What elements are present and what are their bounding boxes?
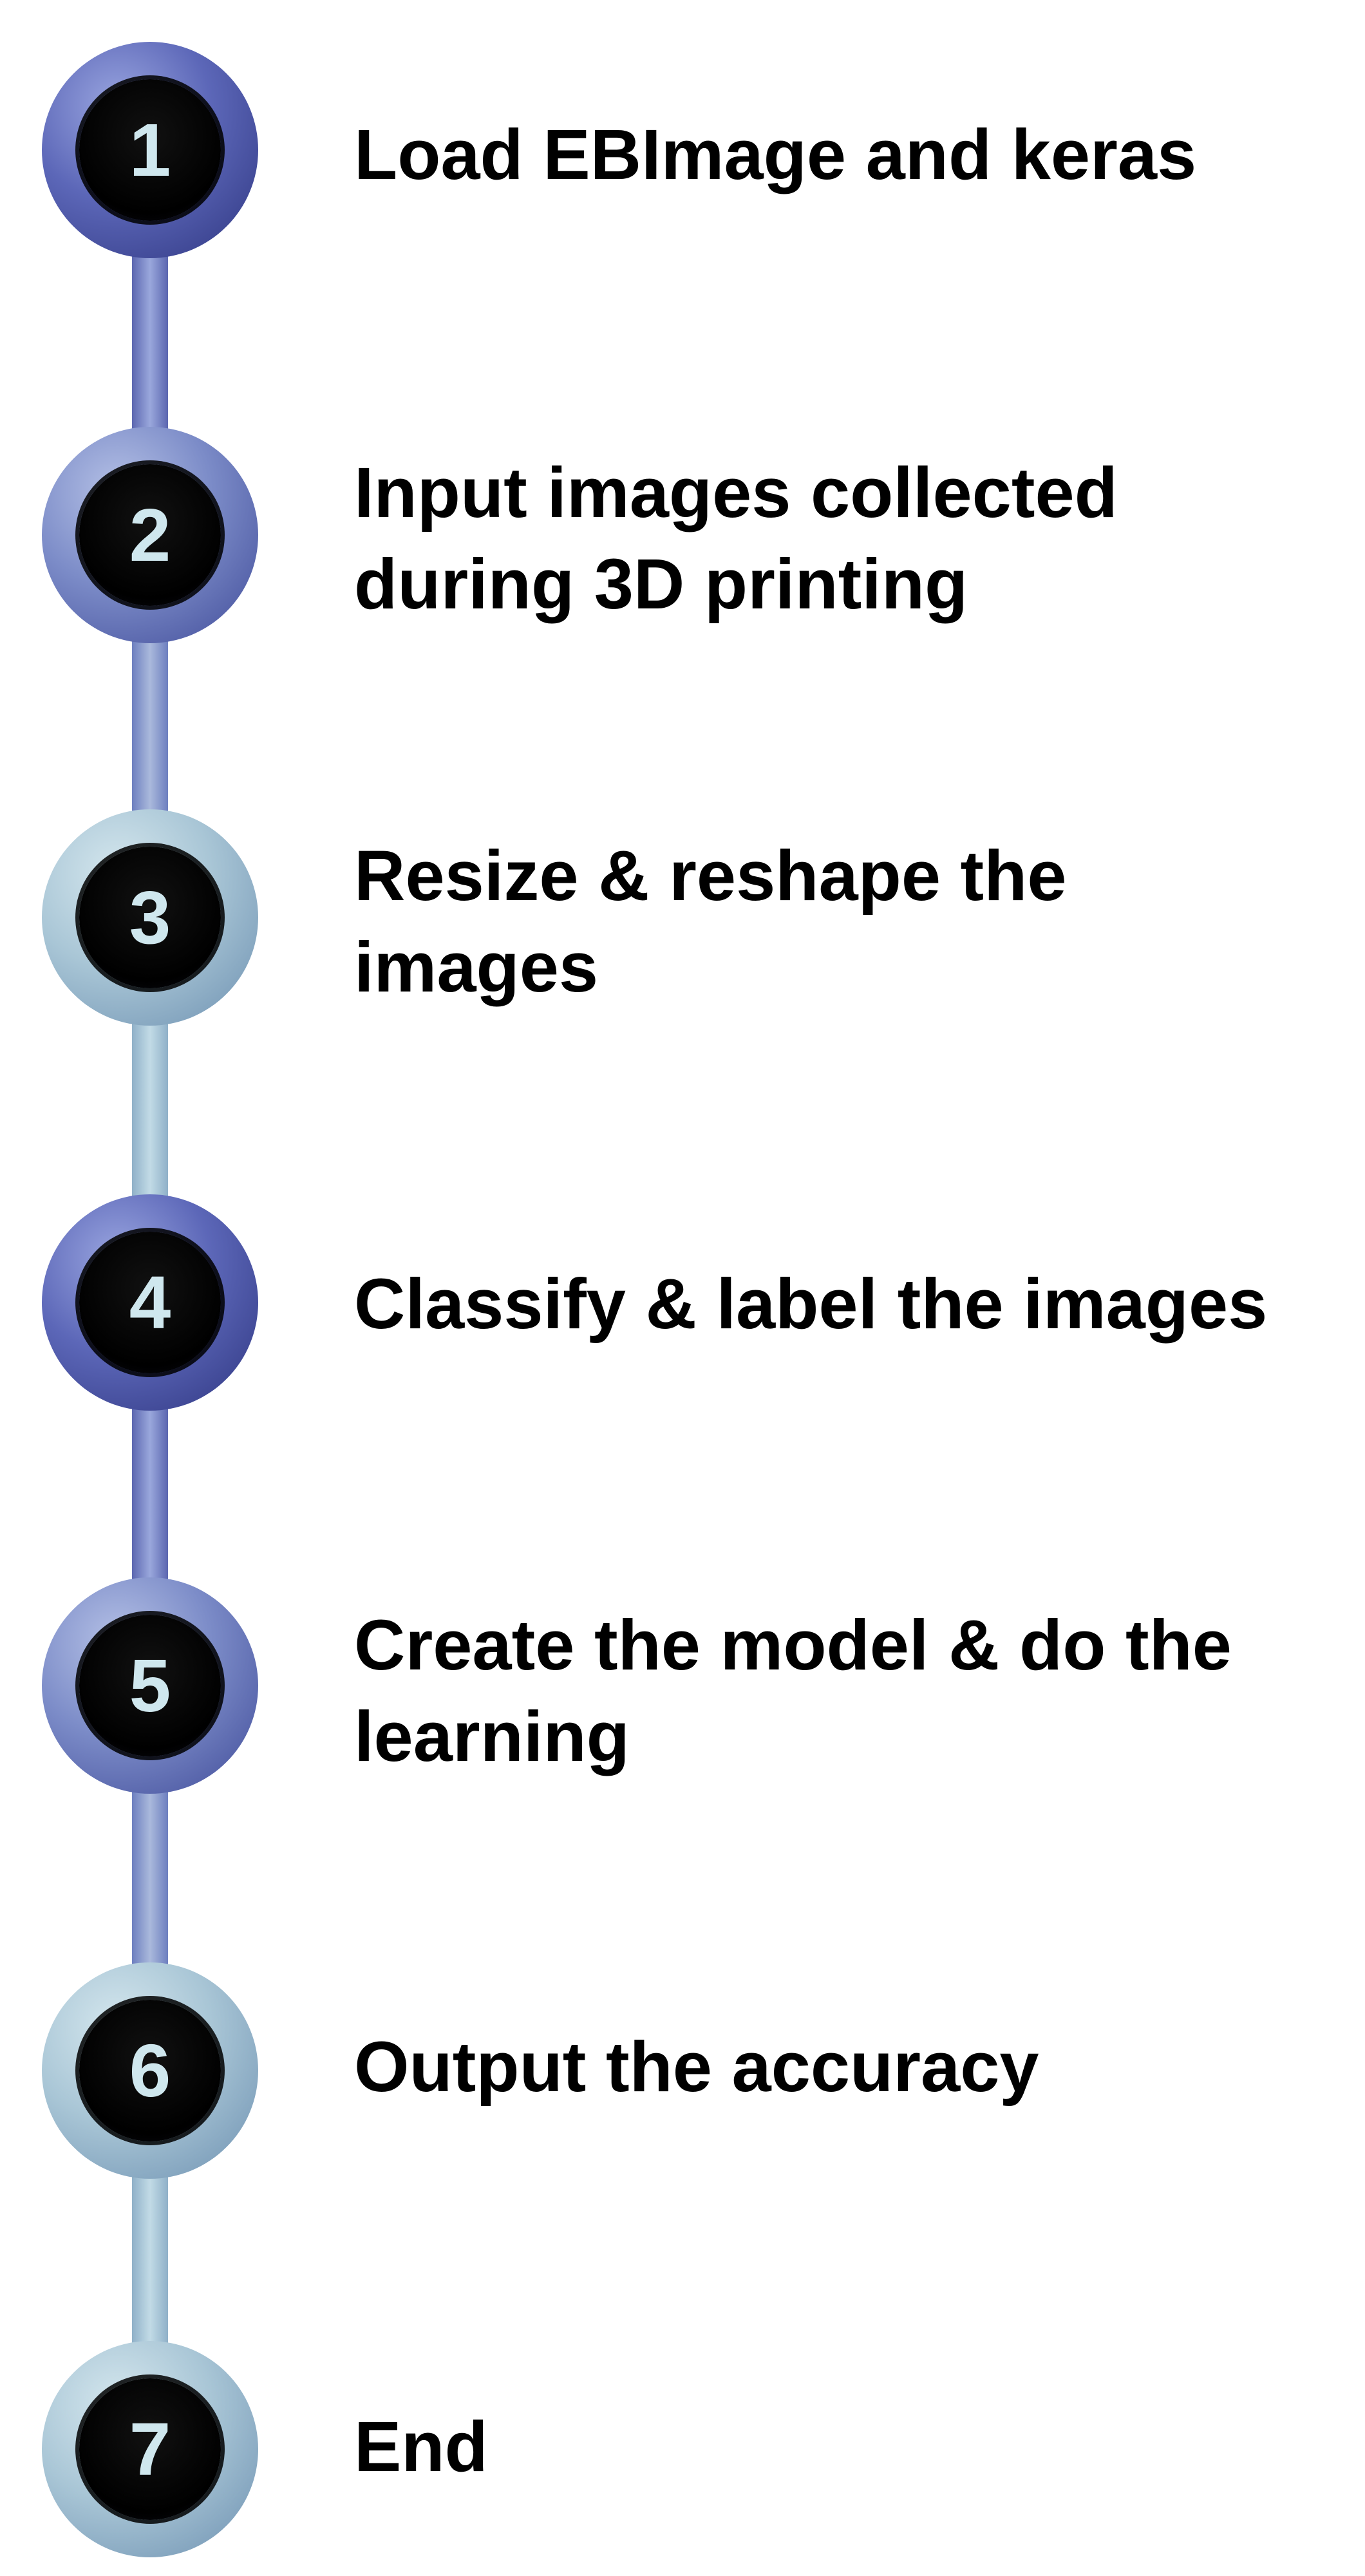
connector-3-4: [132, 1006, 168, 1205]
step-node-6: 6: [42, 1962, 258, 2179]
step-circle-4: 4: [79, 1232, 221, 1373]
step-circle-3: 3: [79, 847, 221, 988]
step-label-4: Classify & label the images: [354, 1264, 1268, 1344]
step-circle-7: 7: [79, 2378, 221, 2520]
step-node-1: 1: [42, 42, 258, 258]
step-circle-1: 1: [79, 79, 221, 221]
step-circle-6: 6: [79, 2000, 221, 2141]
step-label-7: End: [354, 2407, 488, 2487]
step-node-7: 7: [42, 2341, 258, 2557]
step-node-5: 5: [42, 1577, 258, 1794]
step-node-3: 3: [42, 809, 258, 1026]
step-number-6: 6: [129, 2029, 171, 2112]
step-node-2: 2: [42, 427, 258, 643]
step-number-4: 4: [129, 1261, 171, 1344]
step-number-5: 5: [129, 1644, 171, 1727]
step-number-1: 1: [129, 108, 171, 192]
step-label-6: Output the accuracy: [354, 2027, 1039, 2107]
connector-4-5: [132, 1391, 168, 1590]
step-label-3: Resize & reshape the images: [354, 836, 1067, 1007]
step-label-1: Load EBImage and keras: [354, 115, 1197, 194]
step-circle-5: 5: [79, 1615, 221, 1756]
step-label-2: Input images collected during 3D printin…: [354, 453, 1118, 624]
step-number-7: 7: [129, 2407, 171, 2491]
connector-2-3: [132, 623, 168, 823]
connector-1-2: [132, 238, 168, 438]
step-label-5: Create the model & do the learning: [354, 1606, 1232, 1776]
step-number-2: 2: [129, 493, 171, 577]
connector-6-7: [132, 2158, 168, 2358]
connector-5-6: [132, 1776, 168, 1975]
step-number-3: 3: [129, 876, 171, 959]
step-node-4: 4: [42, 1194, 258, 1411]
step-circle-2: 2: [79, 464, 221, 606]
